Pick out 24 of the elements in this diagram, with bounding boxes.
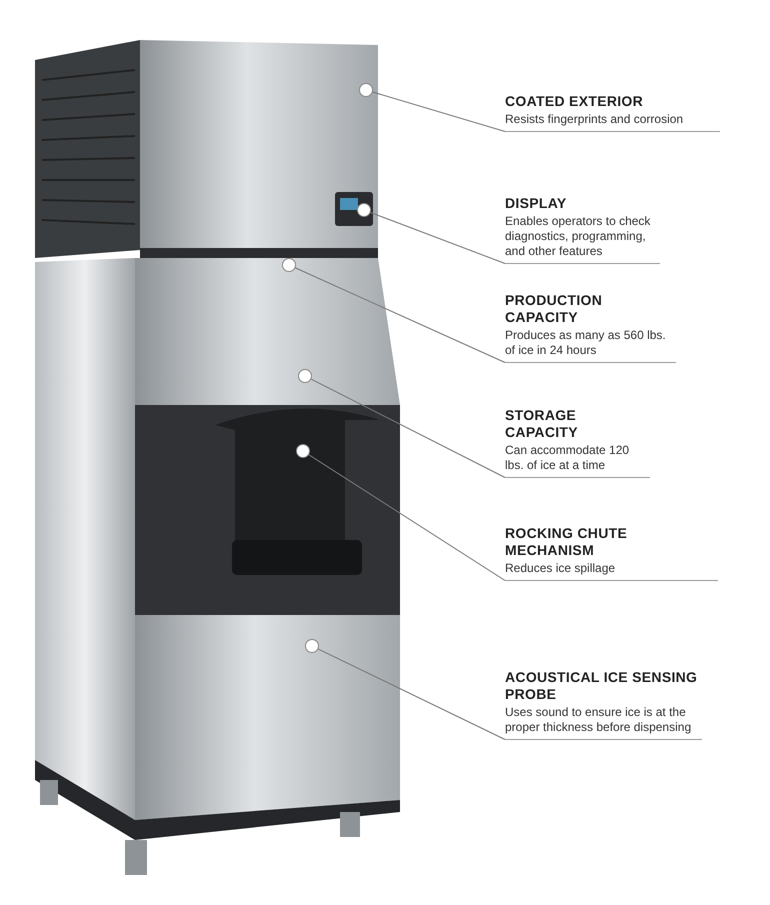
leader-line xyxy=(372,92,506,132)
leader-line xyxy=(294,267,506,363)
callout-description: Enables operators to check diagnostics, programming, and other features xyxy=(505,214,652,259)
callout-description: Uses sound to ensure ice is at the proper thickness before dispensing xyxy=(505,705,692,735)
leader-line xyxy=(318,648,506,740)
callout-heading: STORAGE CAPACITY xyxy=(505,407,579,441)
callout-card xyxy=(505,93,720,132)
callout-card xyxy=(505,525,718,581)
callout-card xyxy=(505,195,660,264)
leader-line xyxy=(370,212,506,264)
callout-description: Can accommodate 120 lbs. of ice at a time xyxy=(505,443,630,473)
callout-description: Reduces ice spillage xyxy=(505,561,616,576)
callout-heading: COATED EXTERIOR xyxy=(505,93,644,110)
callout-card xyxy=(505,292,676,363)
callout-card xyxy=(505,407,650,478)
callout-description: Produces as many as 560 lbs. of ice in 24 hours xyxy=(505,328,667,358)
callout-card xyxy=(505,669,702,740)
callout-heading: ACOUSTICAL ICE SENSING PROBE xyxy=(505,669,698,703)
callout-heading: PRODUCTION CAPACITY xyxy=(505,292,604,326)
leader-line xyxy=(310,378,506,478)
callout-heading: ROCKING CHUTE MECHANISM xyxy=(505,525,628,559)
callout-heading: DISPLAY xyxy=(505,195,568,212)
leader-line xyxy=(308,454,506,581)
callout-description: Resists fingerprints and corrosion xyxy=(505,112,684,127)
